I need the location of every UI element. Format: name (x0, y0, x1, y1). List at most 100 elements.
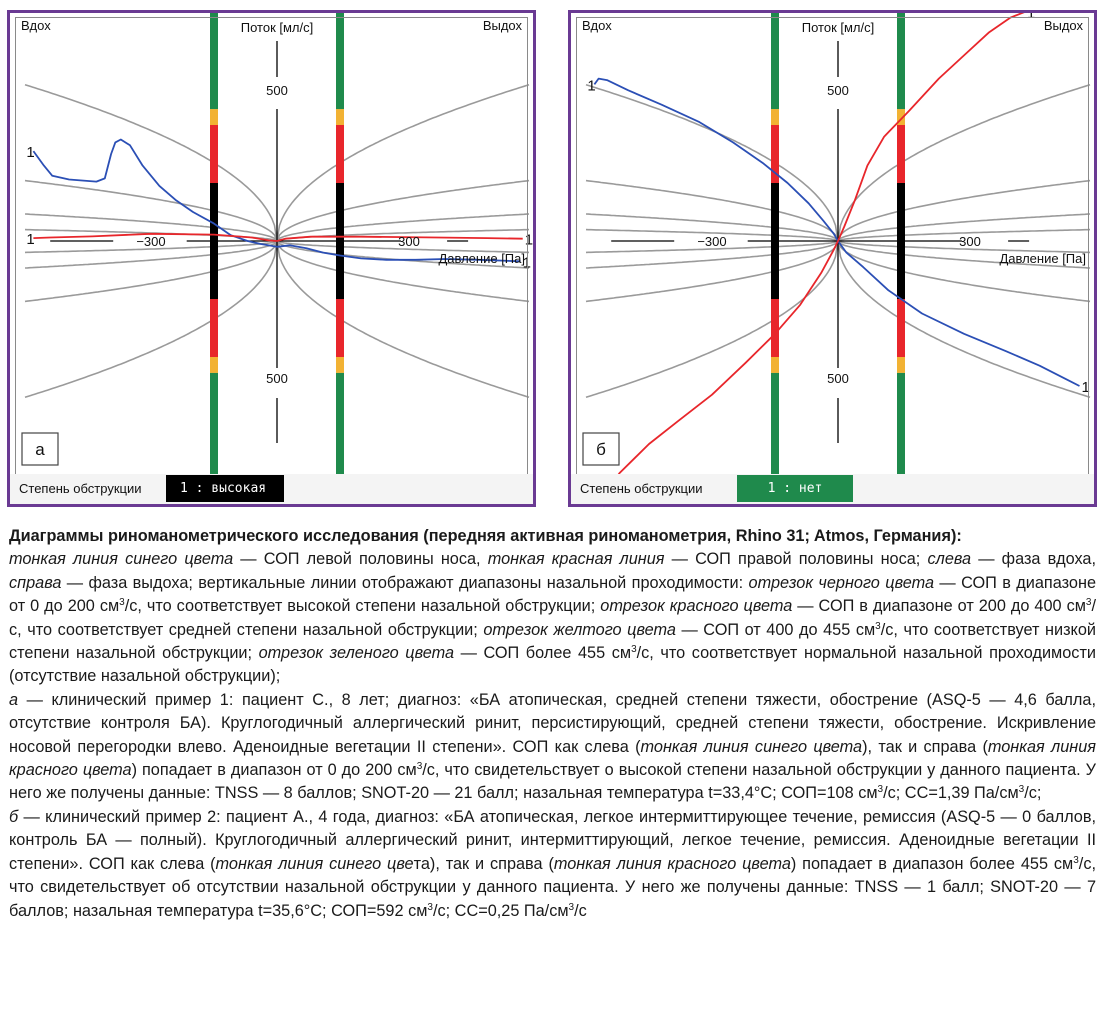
plot-frame (576, 17, 1089, 476)
series-end-label: 1 (26, 144, 34, 161)
x-axis-title: Давление [Па] (999, 251, 1086, 266)
obstruction-band (771, 125, 779, 183)
obstruction-band (336, 372, 344, 477)
caption-text-run: /с, что соответствует средней степени на… (9, 597, 1096, 639)
caption-text-run: ) попадает в диапазон более 455 см (790, 854, 1074, 873)
obstruction-band (897, 125, 905, 183)
panel-letter: а (35, 440, 45, 459)
caption-legend-paragraph: тонкая линия синего цвета — СОП левой по… (9, 548, 1096, 688)
series-line-right-nostril-red (33, 232, 523, 242)
y-tick-label-bottom: 500 (266, 371, 288, 386)
x-tick-label-right: 300 (959, 234, 981, 249)
obstruction-band (210, 372, 218, 477)
y-tick-label-top: 500 (827, 83, 849, 98)
obstruction-band (336, 241, 344, 299)
caption-title: Диаграммы риноманометрического исследова… (9, 527, 962, 545)
caption-example-a-paragraph: а — клинический пример 1: пациент С., 8 … (9, 689, 1096, 806)
x-tick-label-left: −300 (136, 234, 165, 249)
caption-italic-term: слева (927, 550, 972, 569)
caption-text-run: ) попадает в диапазон от 0 до 200 см (131, 761, 417, 780)
caption-italic-term: тонкая красная линия (487, 550, 665, 569)
superscript-3: 3 (427, 901, 433, 913)
caption-text-run: — СОП более 455 см (454, 644, 632, 663)
obstruction-status-value: 1 : высокая (166, 475, 284, 502)
obstruction-band (336, 299, 344, 357)
caption-example-b-paragraph: б — клинический пример 2: пациент А., 4 … (9, 806, 1096, 923)
series-line-left-nostril-blue (32, 138, 521, 263)
caption-text-run: — СОП левой половины носа, (233, 550, 488, 569)
caption-text-run: /с, что свидетельствует об отсутствии на… (9, 854, 1096, 920)
obstruction-band (771, 299, 779, 357)
series-end-label: 1 (525, 232, 533, 249)
obstruction-band (771, 241, 779, 299)
obstruction-band (771, 183, 779, 241)
obstruction-band (771, 357, 779, 373)
caption-italic-term: отрезок зеленого цвета (258, 644, 455, 663)
panel-letter: б (596, 440, 606, 459)
caption-text-run: /с, что свидетельствует о высокой степен… (9, 761, 1096, 803)
caption-text-run: /с; (1024, 784, 1042, 803)
obstruction-band (897, 299, 905, 357)
superscript-3: 3 (119, 597, 125, 609)
caption-italic-term: б (9, 807, 19, 826)
caption-text-run: ), так и справа ( (862, 737, 988, 756)
obstruction-status-bar: Степень обструкции 1 : нет (571, 474, 1094, 504)
caption-text-run: — СОП в диапазоне от 200 до 400 см (792, 597, 1086, 616)
obstruction-band (897, 13, 905, 110)
obstruction-band (336, 183, 344, 241)
obstruction-band (771, 13, 779, 110)
superscript-3: 3 (1073, 854, 1079, 866)
y-tick-label-bottom: 500 (827, 371, 849, 386)
x-tick-label-right: 300 (398, 234, 420, 249)
inhale-label: Вдох (21, 18, 51, 33)
superscript-3: 3 (568, 901, 575, 913)
series-end-label: 1 (587, 77, 595, 94)
obstruction-band (336, 13, 344, 110)
series-line-left-nostril-blue (593, 77, 1080, 387)
obstruction-band (336, 357, 344, 373)
series-end-label: 1 (523, 254, 531, 271)
caption-text-run: /с; СС=1,39 Па/см (883, 784, 1019, 803)
superscript-3: 3 (416, 761, 423, 773)
caption-italic-term: тонкая линия красного цвета (553, 854, 791, 873)
obstruction-band (210, 125, 218, 183)
caption-text-run: /с, что соответствует нормальной назальн… (9, 644, 1096, 686)
obstruction-band (210, 299, 218, 357)
caption-italic-term: тонкая линия синего цве (215, 854, 414, 873)
x-tick-label-left: −300 (697, 234, 726, 249)
caption-italic-term: а (9, 690, 19, 709)
panel-letter-box (582, 432, 620, 466)
obstruction-band (897, 372, 905, 477)
caption-text-run: — СОП в диапазоне от 0 до 200 см (9, 573, 1097, 616)
superscript-3: 3 (631, 644, 637, 656)
superscript-3: 3 (875, 620, 881, 632)
caption-text-run: — СОП от 400 до 455 см (675, 620, 876, 639)
figure-caption: Диаграммы риноманометрического исследова… (9, 525, 1096, 923)
caption-text-run: /с, что соответствует высокой степени на… (124, 597, 601, 616)
series-end-label: 1 (1082, 379, 1090, 396)
plot-frame (15, 17, 528, 476)
caption-text-run: /с, что соответствует низкой степени наз… (9, 620, 1096, 663)
obstruction-band (897, 357, 905, 373)
obstruction-band (210, 241, 218, 299)
caption-text-run: /с (574, 901, 587, 920)
caption-text-run: — фаза вдоха, (971, 550, 1096, 569)
obstruction-band (336, 125, 344, 183)
obstruction-band (336, 109, 344, 125)
obstruction-status-label: Степень обструкции (19, 481, 142, 496)
superscript-3: 3 (1085, 597, 1092, 609)
obstruction-status-label: Степень обструкции (580, 481, 703, 496)
obstruction-band (897, 183, 905, 241)
caption-italic-term: отрезок желтого цвета (483, 620, 676, 639)
caption-italic-term: тонкая линия синего цвета (640, 737, 863, 756)
exhale-label: Выдох (1044, 18, 1084, 33)
obstruction-band (897, 109, 905, 125)
caption-text-run: /с; СС=0,25 Па/см (432, 901, 569, 920)
obstruction-band (210, 109, 218, 125)
series-end-label: 1 (26, 231, 34, 248)
series-line-right-nostril-red (615, 13, 1025, 477)
superscript-3: 3 (1018, 784, 1025, 796)
